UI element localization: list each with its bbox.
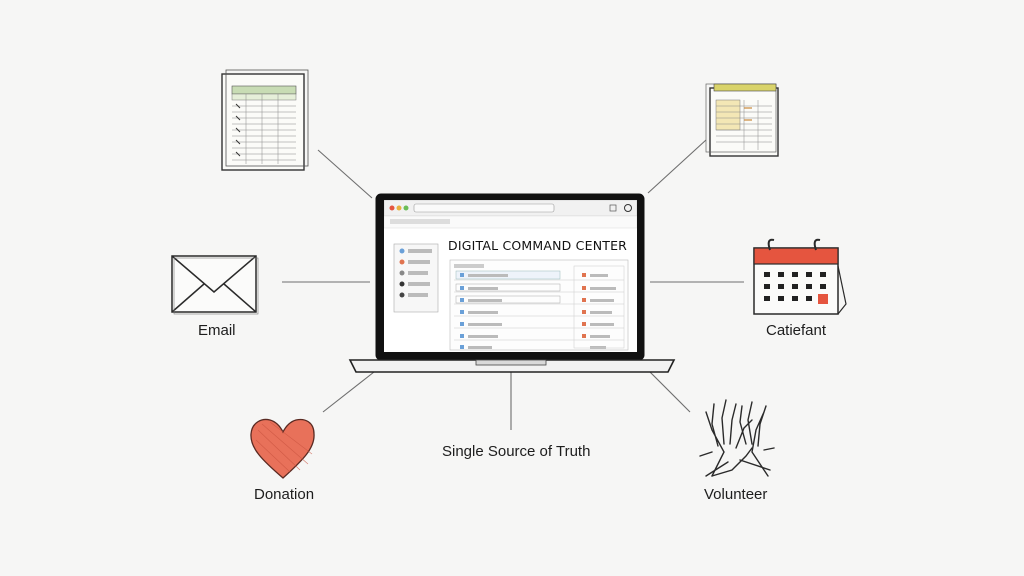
screen-title: DIGITAL COMMAND CENTER [448,238,628,253]
center-caption: Single Source of Truth [442,443,591,460]
envelope-icon [171,255,259,315]
connector-spreadsheet [317,149,373,199]
calendar-label: Catiefant [766,322,827,339]
connector-donation [322,371,375,413]
heart-icon [250,418,315,479]
calendar-icon [753,238,847,315]
donation-label: Donation [254,486,315,503]
connector-report [647,139,707,194]
laptop-screen: DIGITAL COMMAND CENTER [384,200,637,352]
spreadsheet-icon [221,69,309,171]
email-label: Email [198,322,236,339]
browser-chrome [384,200,637,351]
connector-volunteer [649,371,691,413]
raised-hands-icon [699,399,775,477]
volunteer-label: Volunteer [704,486,768,503]
report-document-icon [705,83,779,157]
